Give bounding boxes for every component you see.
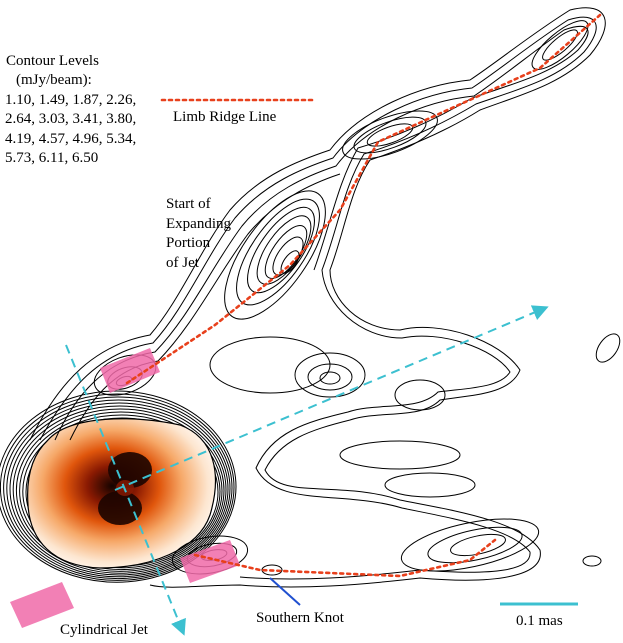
cylindrical-jet-legend-swatch: [10, 582, 74, 628]
expanding-label-line-1: Start of: [166, 196, 211, 212]
expanding-start-highlight: [100, 348, 160, 393]
legend-levels: 1.10, 1.49, 1.87, 2.26, 2.64, 3.03, 3.41…: [5, 92, 137, 167]
core-contour-ring: [9, 402, 229, 576]
core-contour-ring: [3, 396, 233, 580]
core-contour-ring: [6, 399, 231, 578]
cylindrical-jet-label: Cylindrical Jet: [60, 622, 148, 638]
southern-highlight: [180, 540, 240, 583]
core-contour-ring: [22, 414, 221, 569]
main-jet-axis: [114, 305, 549, 491]
core-contour-ring: [15, 408, 225, 572]
expanding-label: Start of Expanding Portion of Jet: [166, 195, 231, 273]
core-contour-ring: [12, 405, 227, 574]
cylindrical-jet-axis: [65, 344, 186, 636]
highlight-regions: [10, 348, 240, 628]
expanding-label-line-4: of Jet: [166, 254, 199, 271]
expanding-label-line-2: Expanding: [166, 215, 231, 232]
north-ridge: [125, 13, 602, 385]
core-contour-rings: [0, 390, 237, 583]
south-ridge: [193, 538, 497, 578]
core-contour-ring: [19, 411, 223, 571]
legend-title: Contour Levels: [6, 53, 99, 69]
southern-knot-label: Southern Knot: [256, 610, 344, 626]
legend-unit: (mJy/beam):: [16, 72, 92, 88]
southern-knot-pointer: [269, 577, 301, 606]
scale-label: 0.1 mas: [516, 613, 563, 629]
limb-ridge-lines: [125, 13, 602, 578]
core-contour-ring: [0, 393, 235, 581]
core-contour-ring: [0, 390, 237, 583]
ridge-label: Limb Ridge Line: [173, 109, 277, 125]
expanding-label-line-3: Portion: [166, 235, 211, 251]
jet-axes: [65, 305, 549, 636]
core-emission: [27, 418, 216, 569]
